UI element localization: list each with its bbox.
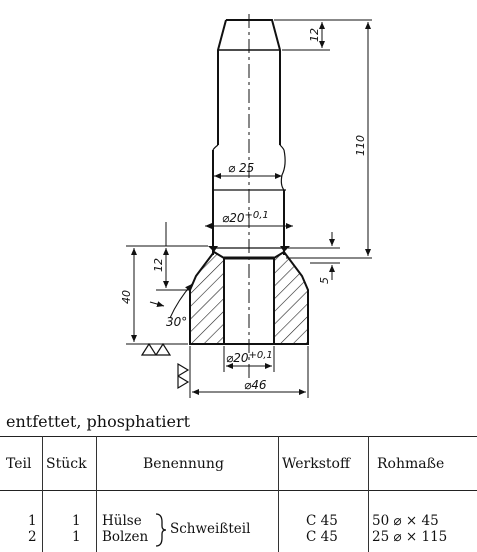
dim-bore-bottom: ⌀20+0,1 bbox=[226, 350, 273, 365]
dim-overall-length: 110 bbox=[354, 135, 367, 156]
dim-bore-top: ⌀20+0,1 bbox=[222, 210, 269, 225]
dim-height-sleeve: 40 bbox=[120, 290, 133, 304]
row-2-raw: 25 ⌀ × 115 bbox=[372, 529, 448, 545]
column-divider bbox=[368, 436, 369, 552]
dim-shaft-diameter: ⌀ 25 bbox=[228, 161, 254, 175]
header-material: Werkstoff bbox=[282, 456, 350, 472]
row-2-material: C 45 bbox=[306, 529, 338, 545]
column-divider bbox=[96, 436, 97, 552]
surface-finish-symbols bbox=[140, 342, 190, 390]
row-1-material: C 45 bbox=[306, 513, 338, 529]
table-header-rule bbox=[0, 490, 477, 491]
header-qty: Stück bbox=[46, 456, 87, 472]
row-2-part: 2 bbox=[28, 529, 37, 545]
row-2-qty: 1 bbox=[72, 529, 81, 545]
header-raw: Rohmaße bbox=[377, 456, 445, 472]
header-part: Teil bbox=[6, 456, 32, 472]
column-divider bbox=[278, 436, 279, 552]
header-name: Benennung bbox=[143, 456, 224, 472]
sleeve-section bbox=[189, 246, 309, 345]
dimension-lines bbox=[126, 19, 372, 398]
row-1-raw: 50 ⌀ × 45 bbox=[372, 513, 439, 529]
brace-symbol bbox=[155, 513, 167, 547]
column-divider bbox=[42, 436, 43, 552]
table-top-rule bbox=[0, 436, 477, 437]
row-1-name: Hülse bbox=[102, 513, 142, 529]
dim-chamfer-depth: 12 bbox=[152, 258, 165, 272]
dim-outer-diameter: ⌀46 bbox=[244, 378, 267, 392]
technical-drawing: 12 110 ⌀ 25 ⌀20+0,1 40 12 5 30° ⌀20+0,1 … bbox=[120, 14, 372, 398]
row-2-name: Bolzen bbox=[102, 529, 149, 545]
group-label: Schweißteil bbox=[170, 521, 251, 537]
row-1-qty: 1 bbox=[72, 513, 81, 529]
parts-list-table: Teil Stück Benennung Werkstoff Rohmaße 1… bbox=[0, 436, 477, 552]
dim-protrusion: 5 bbox=[318, 277, 331, 284]
dim-top-chamfer: 12 bbox=[308, 28, 321, 42]
dim-angle: 30° bbox=[166, 315, 187, 329]
surface-treatment-note: entfettet, phosphatiert bbox=[6, 412, 191, 431]
row-1-part: 1 bbox=[28, 513, 37, 529]
